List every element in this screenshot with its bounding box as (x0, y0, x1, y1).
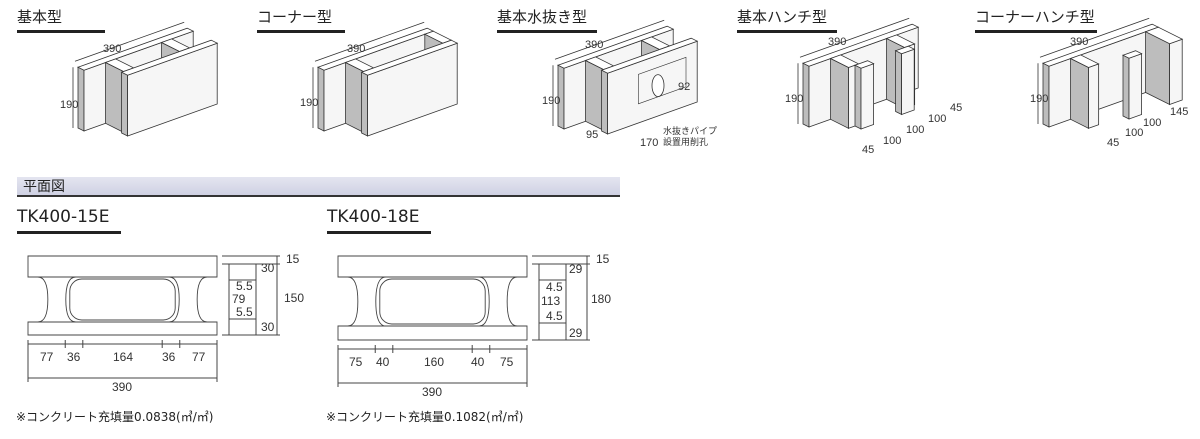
dim-length: 390 (1070, 36, 1088, 48)
dim-bottom: 164 (113, 350, 133, 364)
dim-right: 113 (541, 294, 560, 308)
block-title-corner: コーナー型 (257, 6, 345, 33)
block-top-face (885, 34, 916, 48)
dim-width: 45 (1107, 137, 1119, 149)
plan-title-18e: TK400-18E (327, 207, 431, 234)
face-shell-bottom (337, 325, 528, 341)
web (479, 276, 518, 327)
face-shell-bottom (27, 321, 218, 336)
block-drawing-haunch (797, 17, 920, 130)
block-drawing-basic (72, 21, 219, 137)
block-title-corner-haunch: コーナーハンチ型 (975, 6, 1097, 33)
dim-width: 100 (1125, 127, 1143, 139)
dim-bottom: 75 (500, 355, 514, 369)
face-shell-top (337, 255, 528, 278)
hole-note: 水抜きパイプ (663, 125, 717, 136)
section-header-plan-view: 平面図 (17, 177, 620, 197)
block-top-face (556, 25, 675, 69)
block-drawing-corner (312, 21, 459, 137)
dim-width: 100 (1143, 117, 1161, 129)
dim-height: 190 (1030, 93, 1048, 105)
plan-drawing-15e: 15 30 5.5 79 5.5 30 150 77 36 164 36 77 … (27, 252, 304, 394)
web (37, 276, 76, 323)
dim-hole-height: 92 (678, 81, 690, 93)
central-void (379, 278, 486, 325)
dim-right: 5.5 (236, 305, 253, 319)
dim-bottom: 160 (424, 355, 444, 369)
dim-bottom: 77 (40, 350, 54, 364)
dim-line-length (74, 21, 185, 62)
block-top-face (894, 45, 916, 55)
hole-note: 設置用削孔 (663, 136, 708, 147)
block-isometric-drawings: 390 190 390 190 390 190 92 95 170 水抜きパイプ… (60, 17, 1188, 156)
dim-right: 5.5 (236, 279, 253, 293)
dim-width: 45 (950, 102, 962, 114)
dim-right: 30 (261, 320, 275, 334)
dim-length: 390 (347, 43, 365, 55)
block-top-face (1069, 54, 1100, 68)
plan-drawing-18e: 15 29 4.5 113 4.5 29 180 75 40 160 40 75… (337, 252, 611, 399)
plan-title-15e: TK400-15E (17, 207, 121, 234)
block-drawing-corner-haunch (1037, 17, 1184, 129)
block-top-face (600, 37, 699, 74)
dim-right: 4.5 (546, 309, 563, 323)
dim-line-length (1039, 17, 1150, 58)
dim-line-length (314, 21, 425, 62)
dim-right: 79 (232, 292, 246, 306)
dim-hole-offset: 95 (586, 129, 598, 141)
dim-overall-height: 180 (591, 292, 611, 306)
block-top-face (120, 39, 219, 76)
dim-bottom: 40 (376, 355, 390, 369)
block-drawing-drain (552, 19, 699, 135)
dim-bottom: 36 (67, 350, 81, 364)
dim-line-length (554, 19, 665, 60)
dim-line-length (799, 17, 910, 58)
dim-width: 100 (928, 113, 946, 125)
dim-right: 15 (286, 252, 300, 266)
dim-right: 15 (596, 252, 610, 266)
block-title-drain: 基本水抜き型 (497, 6, 597, 33)
drain-hole-outline (638, 56, 687, 105)
web (347, 276, 386, 327)
dim-width: 100 (883, 135, 901, 147)
fill-volume-note: ※コンクリート充填量0.1082(㎥/㎡) (326, 410, 524, 424)
block-top-face (853, 60, 875, 69)
web (169, 276, 208, 323)
fill-volume-note: ※コンクリート充填量0.0838(㎥/㎡) (16, 410, 214, 424)
dim-height: 190 (542, 95, 560, 107)
dim-width: 45 (862, 144, 874, 156)
face-shell-top (27, 255, 218, 278)
dim-length: 390 (828, 36, 846, 48)
dim-right: 29 (569, 326, 583, 340)
block-top-face (1144, 26, 1184, 45)
dim-length: 390 (103, 43, 121, 55)
dim-overall-height: 150 (284, 291, 304, 305)
block-top-face (801, 23, 920, 67)
dim-width: 100 (906, 124, 924, 136)
dim-right: 29 (569, 262, 583, 276)
dim-bottom: 75 (349, 355, 363, 369)
dim-total: 390 (112, 380, 132, 394)
dim-height: 190 (300, 97, 318, 109)
block-top-face (1121, 50, 1143, 59)
dim-hole-width: 170 (640, 137, 658, 149)
dim-height: 190 (60, 99, 78, 111)
dim-length: 390 (585, 39, 603, 51)
central-void (69, 278, 176, 321)
dim-right: 30 (261, 261, 275, 275)
dim-total: 390 (422, 385, 442, 399)
dim-height: 190 (785, 93, 803, 105)
block-top-face (76, 27, 195, 71)
block-title-haunch: 基本ハンチ型 (737, 6, 837, 33)
dim-bottom: 40 (471, 355, 485, 369)
dim-width: 145 (1170, 106, 1188, 118)
block-top-face (360, 39, 459, 76)
block-title-basic: 基本型 (17, 6, 105, 33)
dim-right: 4.5 (546, 280, 563, 294)
dim-bottom: 36 (162, 350, 176, 364)
dim-bottom: 77 (192, 350, 206, 364)
